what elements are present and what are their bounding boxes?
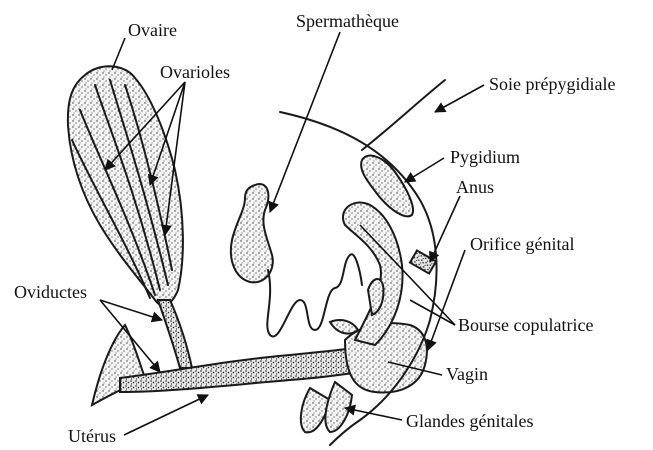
label-anus: Anus	[456, 177, 494, 197]
pointer-pygidium	[405, 158, 444, 182]
oviduct	[158, 300, 192, 368]
pointer-anus	[430, 196, 460, 262]
pointer-uterus	[124, 395, 208, 435]
anus-structure	[410, 250, 436, 273]
label-glandes-genitales: Glandes génitales	[406, 411, 533, 431]
label-ovarioles: Ovarioles	[160, 62, 230, 82]
label-uterus: Utérus	[68, 426, 116, 446]
pointer-ovaire	[112, 38, 125, 70]
spermatheca	[231, 184, 362, 336]
label-orifice-genital: Orifice génital	[470, 234, 574, 254]
label-soie-prepygidiale: Soie prépygidiale	[489, 74, 615, 94]
uterus	[92, 325, 145, 405]
label-vagin: Vagin	[446, 364, 488, 384]
label-oviductes: Oviductes	[14, 282, 87, 302]
genital-glands-2	[325, 382, 352, 432]
common-oviduct	[120, 348, 360, 392]
pointer-spermatheque	[270, 32, 340, 212]
prepygidial-seta	[362, 80, 445, 150]
body-outline	[280, 112, 437, 445]
accessory-lobe-2	[330, 320, 358, 333]
pointer-soie	[435, 85, 484, 112]
label-ovaire: Ovaire	[128, 20, 177, 40]
label-pygidium: Pygidium	[450, 147, 520, 167]
label-spermatheque: Spermathèque	[296, 11, 399, 31]
label-bourse-copulatrice: Bourse copulatrice	[458, 315, 593, 335]
